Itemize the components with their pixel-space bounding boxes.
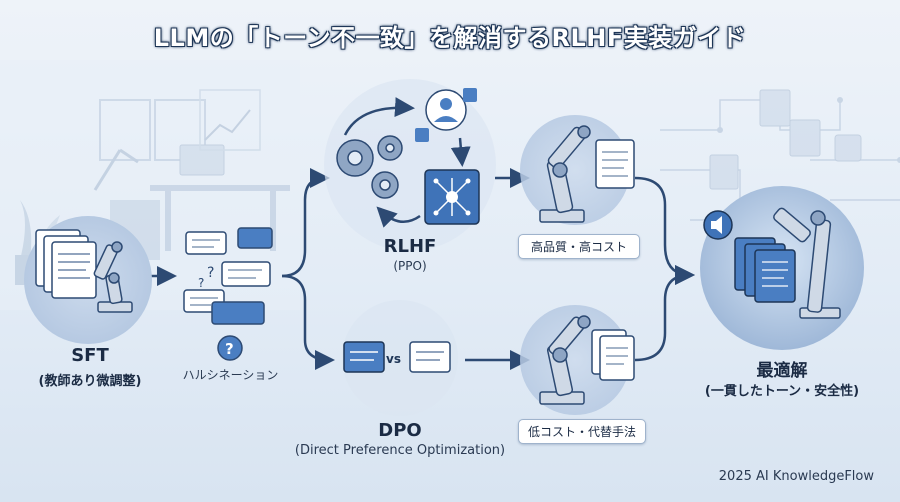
dpo-node: vs — [342, 300, 458, 416]
circuit-background-illustration — [660, 89, 900, 250]
sft-sublabel: (教師あり微調整) — [38, 374, 142, 389]
optimal-result-node — [700, 186, 864, 350]
hallucination-node: ? ? ? — [183, 227, 273, 361]
footer-credit: 2025 AI KnowledgeFlow — [718, 469, 874, 484]
speech-bubbles-icon — [183, 227, 273, 325]
rlhf-tag: 高品質・高コスト — [518, 234, 640, 259]
rlhf-label: RLHF — [383, 236, 437, 257]
speaker-icon — [703, 210, 733, 240]
rlhf-node — [324, 79, 496, 251]
svg-text:?: ? — [198, 276, 204, 290]
robot-arm-icon — [93, 241, 133, 313]
neural-network-icon — [424, 169, 480, 225]
vs-label: vs — [386, 352, 401, 366]
sft-node — [24, 216, 152, 344]
document-stack-icon — [35, 229, 97, 299]
thumbs-down-icon — [415, 128, 429, 142]
dpo-sublabel: (Direct Preference Optimization) — [294, 443, 506, 458]
dpo-label: DPO — [378, 420, 422, 441]
question-mark-glyph: ? — [225, 340, 234, 358]
page-title: LLMの「トーン不一致」を解消するRLHF実装ガイド — [153, 24, 747, 52]
question-mark-icon: ? — [217, 335, 243, 361]
svg-text:?: ? — [207, 265, 214, 281]
dpo-robot-icon — [520, 305, 635, 415]
result-label: 最適解 — [756, 361, 808, 381]
rlhf-robot-icon — [520, 115, 635, 225]
rejected-response-icon — [409, 341, 451, 373]
thumbs-up-icon — [463, 88, 477, 102]
sft-label: SFT — [71, 345, 109, 366]
dpo-tag: 低コスト・代替手法 — [518, 419, 646, 444]
preferred-response-icon — [343, 341, 385, 373]
gears-icon — [336, 135, 403, 199]
rlhf-sublabel: (PPO) — [393, 259, 427, 273]
human-feedback-icon — [425, 89, 467, 131]
hallucination-label: ハルシネーション — [182, 368, 279, 382]
flow-arrows — [150, 168, 695, 370]
result-sublabel: (一貫したトーン・安全性) — [704, 384, 860, 399]
